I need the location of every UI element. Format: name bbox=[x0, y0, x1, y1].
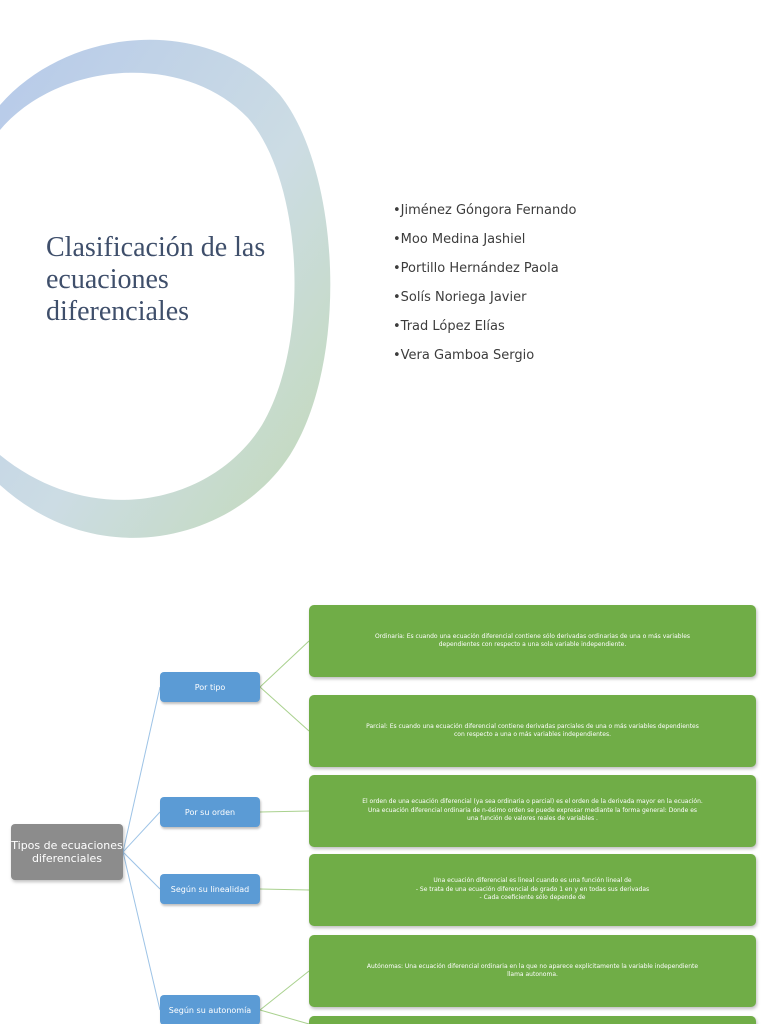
connector-lines bbox=[122, 640, 310, 1024]
category-segun-autonomia: Según su autonomía bbox=[160, 995, 260, 1024]
page-title: Clasificación de las ecuaciones diferenc… bbox=[46, 232, 266, 327]
list-item: •Vera Gamboa Sergio bbox=[393, 348, 535, 363]
leaf-text-line: El orden de una ecuación diferencial (ya… bbox=[362, 798, 703, 806]
decorative-ring bbox=[0, 39, 331, 538]
leaf-parcial: Parcial: Es cuando una ecuación diferenc… bbox=[309, 695, 756, 767]
leaf-ordinaria: Ordinaria: Es cuando una ecuación difere… bbox=[309, 605, 756, 677]
leaf-text-line: Ordinaria: Es cuando una ecuación difere… bbox=[374, 632, 691, 640]
author-list: •Jiménez Góngora Fernando •Moo Medina Ja… bbox=[393, 200, 576, 374]
leaf-text-line: - Cada coeficiente sólo depende de bbox=[479, 894, 586, 902]
leaf-text-line: dependientes con respecto a una sola var… bbox=[438, 641, 627, 648]
leaf-text-line: Parcial: Es cuando una ecuación diferenc… bbox=[366, 722, 699, 730]
list-item: •Trad López Elías bbox=[393, 319, 505, 334]
diagram-slide: Tipos de ecuaciones diferenciales Por ti… bbox=[0, 590, 768, 1024]
leaf-text-line: - Se trata de una ecuación diferencial d… bbox=[415, 885, 650, 893]
leaf-autonomas: Autónomas: Una ecuación diferencial ordi… bbox=[309, 935, 756, 1007]
list-item: •Moo Medina Jashiel bbox=[393, 232, 526, 247]
title-slide: Clasificación de las ecuaciones diferenc… bbox=[0, 39, 577, 538]
leaf-text-line: llama autonoma. bbox=[507, 971, 558, 978]
leaf-linealidad: Una ecuación diferencial es lineal cuand… bbox=[309, 854, 756, 926]
category-por-tipo: Por tipo bbox=[160, 672, 260, 702]
leaf-no-autonomas bbox=[309, 1016, 756, 1024]
leaf-text-line: con respecto a una o más variables indep… bbox=[453, 731, 612, 738]
category-por-su-orden: Por su orden bbox=[160, 797, 260, 827]
leaf-text-line: Una ecuación diferencial es lineal cuand… bbox=[433, 877, 632, 885]
leaf-orden: El orden de una ecuación diferencial (ya… bbox=[309, 775, 756, 847]
category-segun-linealidad: Según su linealidad bbox=[160, 874, 260, 904]
list-item: •Solís Noriega Javier bbox=[393, 290, 527, 305]
root-node: Tipos de ecuaciones diferenciales bbox=[11, 824, 123, 880]
leaf-text-line: Autónomas: Una ecuación diferencial ordi… bbox=[366, 962, 699, 970]
list-item: •Portillo Hernández Paola bbox=[393, 261, 559, 276]
leaf-text-line: una función de valores reales de variabl… bbox=[467, 815, 598, 823]
leaf-text-line: Una ecuación diferencial ordinaria de n-… bbox=[367, 806, 698, 814]
list-item: •Jiménez Góngora Fernando bbox=[393, 203, 577, 218]
